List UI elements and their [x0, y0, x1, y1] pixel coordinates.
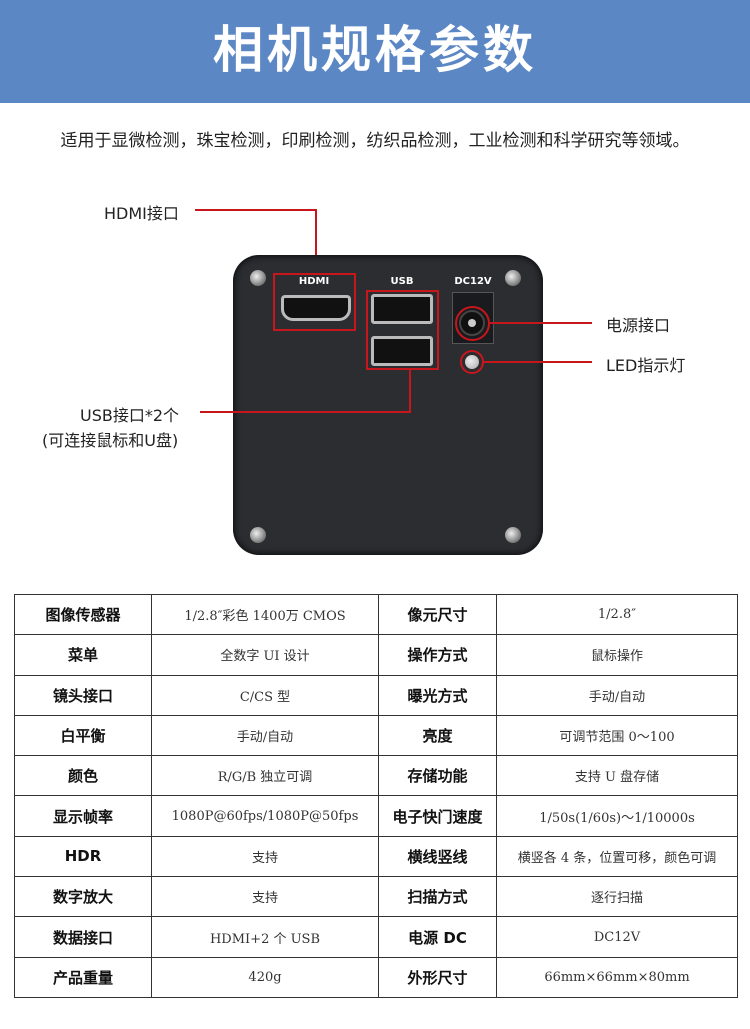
spec-label: 产品重量: [14, 956, 152, 998]
table-row: 数字放大支持扫描方式逐行扫描: [14, 876, 738, 918]
usb-callout-note: (可连接鼠标和U盘): [42, 431, 179, 450]
spec-label: 数字放大: [14, 876, 152, 918]
spec-value: R/G/B 独立可调: [151, 755, 379, 797]
spec-label: 横线竖线: [378, 835, 497, 878]
usb-port-label: USB: [390, 276, 414, 287]
spec-value: C/CS 型: [151, 674, 379, 716]
spec-value: 1080P@60fps/1080P@50fps: [151, 795, 379, 837]
spec-label: HDR: [14, 835, 152, 878]
spec-value: 横竖各 4 条，位置可移，颜色可调: [496, 835, 738, 878]
page-title: 相机规格参数: [0, 0, 750, 103]
spec-value: 1/50s(1/60s)～1/10000s: [496, 795, 738, 837]
callout-line: [315, 209, 317, 273]
spec-label: 操作方式: [378, 634, 497, 676]
spec-label: 白平衡: [14, 714, 152, 757]
usb-port-icon: [371, 336, 433, 366]
hdmi-port-label: HDMI: [298, 276, 330, 287]
spec-label: 像元尺寸: [378, 593, 497, 636]
spec-label: 镜头接口: [14, 674, 152, 716]
screw-icon: [505, 270, 521, 286]
dc-port-label: DC12V: [454, 276, 492, 287]
spec-value: 手动/自动: [496, 674, 738, 716]
spec-value: 支持: [151, 835, 379, 878]
spec-value: 支持: [151, 876, 379, 918]
spec-value: 可调节范围 0～100: [496, 714, 738, 757]
spec-value: 鼠标操作: [496, 634, 738, 676]
spec-value: HDMI+2 个 USB: [151, 916, 379, 958]
spec-label: 电源 DC: [378, 916, 497, 958]
callout-line: [490, 322, 592, 324]
power-highlight: [455, 306, 490, 341]
spec-label: 数据接口: [14, 916, 152, 958]
spec-value: 1/2.8″彩色 1400万 CMOS: [151, 593, 379, 636]
led-highlight: [460, 350, 484, 374]
spec-label: 电子快门速度: [378, 795, 497, 837]
spec-label: 颜色: [14, 755, 152, 797]
usb-callout: USB接口*2个: [80, 406, 180, 425]
table-row: 菜单全数字 UI 设计操作方式鼠标操作: [14, 634, 738, 676]
callout-line: [409, 370, 411, 413]
spec-label: 外形尺寸: [378, 956, 497, 998]
spec-label: 图像传感器: [14, 593, 152, 636]
spec-value: 手动/自动: [151, 714, 379, 757]
power-callout: 电源接口: [606, 316, 671, 335]
usb-highlight: [366, 290, 439, 370]
intro-text: 适用于显微检测，珠宝检测，印刷检测，纺织品检测，工业检测和科学研究等领域。: [60, 131, 690, 151]
spec-value: 逐行扫描: [496, 876, 738, 918]
spec-label: 曝光方式: [378, 674, 497, 716]
spec-label: 显示帧率: [14, 795, 152, 837]
screw-icon: [250, 270, 266, 286]
spec-value: 支持 U 盘存储: [496, 755, 738, 797]
usb-port-icon: [371, 294, 433, 324]
spec-value: 66mm×66mm×80mm: [496, 956, 738, 998]
spec-value: DC12V: [496, 916, 738, 958]
spec-label: 亮度: [378, 714, 497, 757]
callout-line: [483, 361, 592, 363]
spec-label: 扫描方式: [378, 876, 497, 918]
spec-label: 存储功能: [378, 755, 497, 797]
callout-line: [200, 411, 411, 413]
spec-label: 菜单: [14, 634, 152, 676]
spec-value: 全数字 UI 设计: [151, 634, 379, 676]
table-row: 白平衡手动/自动亮度可调节范围 0～100: [14, 714, 738, 757]
screw-icon: [505, 527, 521, 543]
led-callout: LED指示灯: [606, 356, 686, 375]
screw-icon: [250, 527, 266, 543]
spec-value: 420g: [151, 956, 379, 998]
hdmi-callout: HDMI接口: [104, 204, 179, 223]
callout-line: [195, 209, 317, 211]
hdmi-port-icon: [281, 295, 351, 321]
spec-value: 1/2.8″: [496, 593, 738, 636]
hdmi-highlight: [273, 273, 356, 331]
